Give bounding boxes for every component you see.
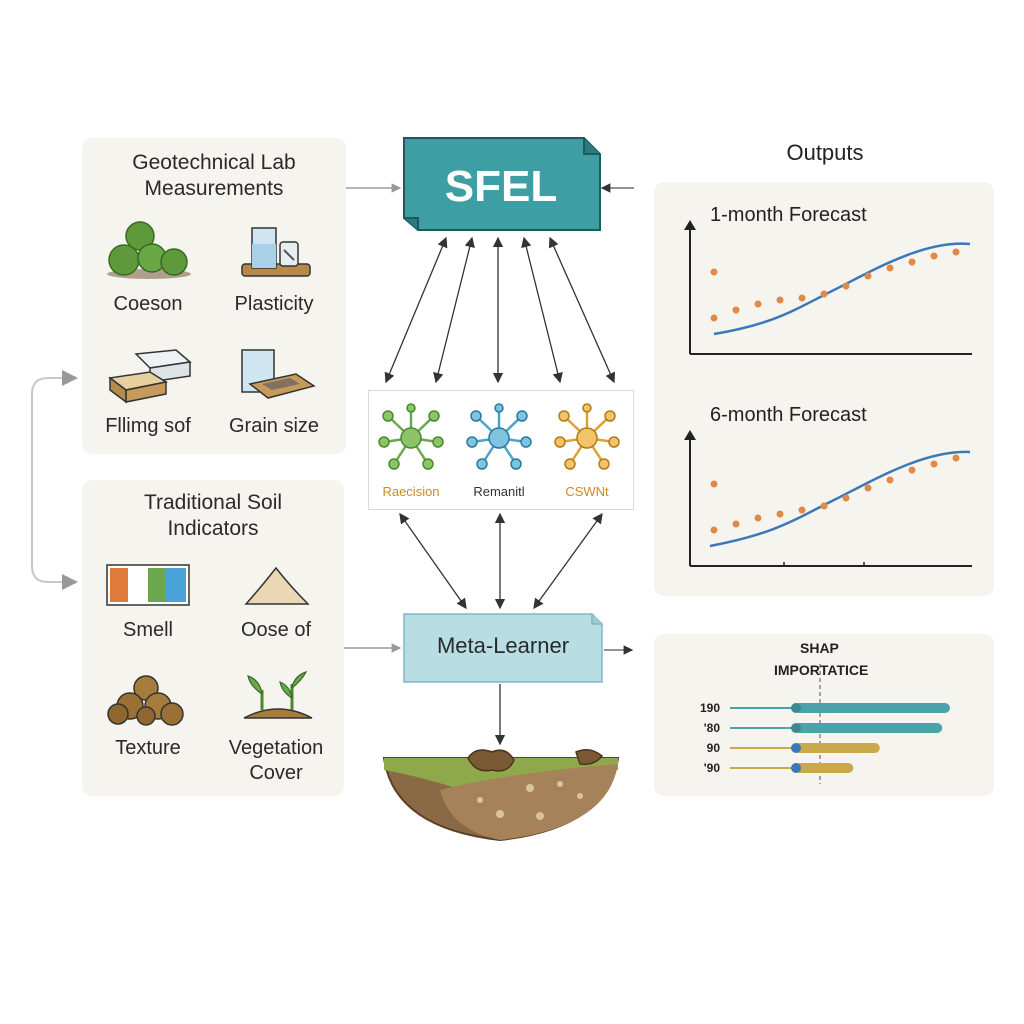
- item-label-vegetation-line2: Cover: [249, 762, 303, 784]
- network-icon-blue: [466, 403, 532, 470]
- shap-bar: [794, 743, 880, 753]
- lab-measurements-panel: Geotechnical Lab Measurements Coeson Pla…: [82, 138, 346, 454]
- network-icon-orange: [554, 403, 620, 470]
- shap-bar: [794, 723, 943, 733]
- arrow-model-meta-1: [399, 512, 467, 610]
- soil-mound-icon: [244, 566, 310, 605]
- soil-block-icon: [108, 349, 192, 404]
- shap-bar: [794, 763, 854, 773]
- item-label-plasticity: Plasticity: [234, 293, 314, 315]
- forecast-panel: 1-month Forecast 6-month Forecast: [654, 182, 994, 596]
- forecast1-title: 1-month Forecast: [710, 204, 867, 226]
- model-label-3: CSWNt: [565, 484, 609, 499]
- meta-learner-node: [403, 613, 603, 683]
- color-swatch-icon: [106, 564, 190, 606]
- sample-container-icon: [241, 349, 316, 399]
- shap-panel: SHAP IMPORTATICE 190 '80 90 '90: [654, 634, 994, 796]
- shap-bar-marker: [791, 763, 801, 773]
- soil-cross-section-image: [382, 749, 620, 842]
- outputs-title: Outputs: [786, 140, 864, 165]
- item-label-smell: Smell: [122, 619, 173, 641]
- arrow-sfel-model-5: [548, 236, 616, 384]
- feedback-loop: [31, 377, 78, 590]
- traditional-indicators-panel: Traditional Soil Indicators Smell Oose o…: [82, 480, 344, 796]
- sfel-label: SFEL: [444, 162, 558, 211]
- item-label-filling: Fllimg sof: [105, 415, 191, 437]
- item-label-grain-size: Grain size: [228, 415, 320, 437]
- shap-chart: 190 '80 90 '90: [700, 664, 950, 784]
- soil-clods-icon: [107, 221, 191, 279]
- shap-row-label: '90: [704, 761, 721, 775]
- arrow-sfel-model-4: [521, 236, 563, 384]
- shap-title-line1: SHAP: [800, 640, 839, 656]
- item-label-vegetation-line1: Vegetation: [228, 737, 324, 759]
- sfel-node: [403, 137, 601, 231]
- trad-panel-title-line2: Indicators: [167, 517, 259, 540]
- shap-row-label: 190: [700, 701, 720, 715]
- arrow-model-meta-3: [533, 512, 603, 610]
- beaker-tray-icon: [241, 227, 311, 277]
- item-label-coeson: Coeson: [113, 293, 183, 315]
- model-label-1: Raecision: [382, 484, 440, 499]
- shap-row-label: '80: [704, 721, 721, 735]
- shap-bar-marker: [791, 743, 801, 753]
- shap-row-label: 90: [707, 741, 721, 755]
- model-label-2: Remanitl: [473, 484, 525, 499]
- trad-panel-title-line1: Traditional Soil: [143, 491, 283, 514]
- item-label-oose: Oose of: [240, 619, 312, 641]
- arrow-sfel-model-1: [384, 236, 448, 384]
- forecast6-title: 6-month Forecast: [710, 404, 867, 426]
- seedling-icon: [243, 670, 313, 719]
- forecast1-chart: [684, 220, 972, 355]
- shap-bar: [794, 703, 950, 713]
- lab-panel-title-line2: Measurements: [144, 177, 284, 200]
- shap-title-line2: IMPORTATICE: [774, 662, 869, 678]
- item-label-texture: Texture: [115, 737, 181, 759]
- soil-pile-icon: [107, 675, 184, 726]
- lab-panel-title-line1: Geotechnical Lab: [132, 151, 296, 174]
- shap-bar-marker: [791, 703, 801, 713]
- meta-learner-label: Meta-Learner: [436, 633, 570, 658]
- arrow-sfel-model-2: [433, 236, 475, 384]
- forecast6-chart: [684, 430, 972, 567]
- shap-bar-marker: [791, 723, 801, 733]
- network-icon-green: [378, 403, 444, 470]
